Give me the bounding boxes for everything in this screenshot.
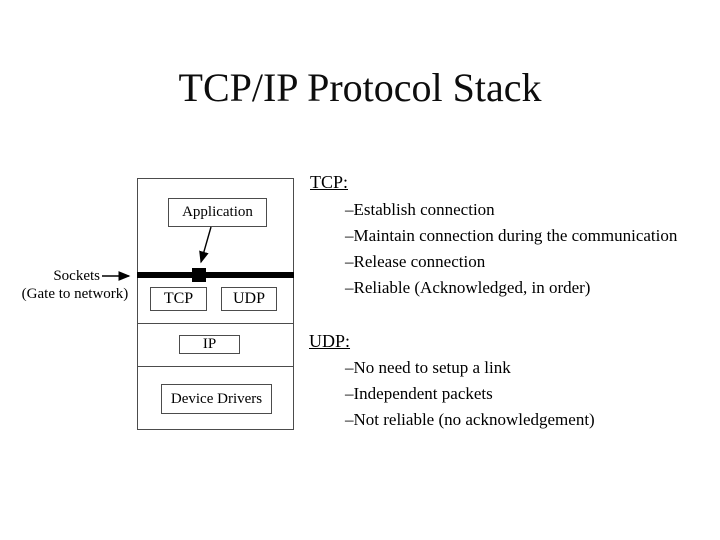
ip-box-label: IP — [202, 336, 217, 352]
socket-endpoint-square — [192, 268, 206, 282]
tcp-bullet-list: –Establish connection –Maintain connecti… — [345, 197, 677, 301]
layer-divider-ip-drivers — [137, 366, 294, 367]
tcp-bullet: –Release connection — [345, 252, 486, 271]
udp-bullet: –No need to setup a link — [345, 358, 511, 377]
udp-section-heading: UDP: — [309, 331, 351, 351]
layer-divider-transport-ip — [137, 323, 294, 324]
device-drivers-box: Device Drivers — [161, 384, 272, 414]
ip-box: IP — [179, 335, 240, 354]
application-box-label: Application — [182, 204, 253, 220]
tcp-section-heading: TCP: — [310, 172, 349, 192]
udp-bullet: –Independent packets — [345, 384, 493, 403]
device-drivers-box-label: Device Drivers — [170, 390, 263, 407]
sockets-layer-bar — [137, 272, 294, 278]
protocol-stack-outline — [137, 178, 294, 430]
tcp-bullet: –Maintain connection during the communic… — [345, 226, 678, 245]
udp-box: UDP — [221, 287, 277, 311]
application-box: Application — [168, 198, 267, 227]
udp-box-label: UDP — [232, 290, 265, 307]
udp-bullet-list: –No need to setup a link –Independent pa… — [345, 355, 595, 433]
tcp-bullet: –Reliable (Acknowledged, in order) — [345, 278, 591, 297]
tcp-bullet: –Establish connection — [345, 200, 495, 219]
gate-to-network-label: (Gate to network) — [21, 286, 129, 302]
tcp-box: TCP — [150, 287, 207, 311]
tcp-box-label: TCP — [163, 290, 194, 307]
udp-bullet: –Not reliable (no acknowledgement) — [345, 410, 595, 429]
sockets-label: Sockets — [53, 268, 100, 284]
slide-title: TCP/IP Protocol Stack — [178, 65, 542, 110]
